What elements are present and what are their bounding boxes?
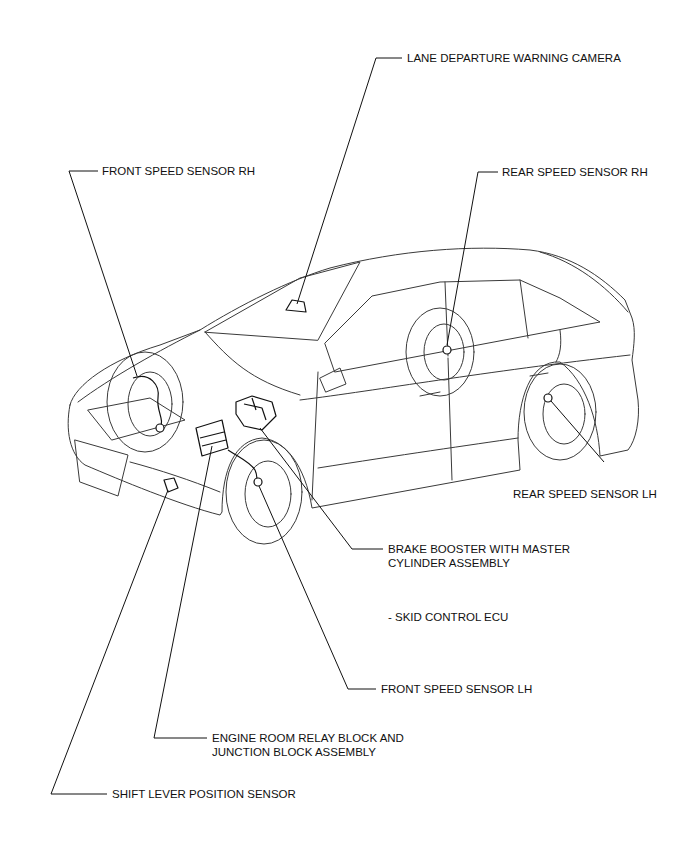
headlight [88, 398, 185, 440]
wheel [107, 352, 183, 452]
wheel-hub [543, 384, 585, 444]
camera-symbol [286, 300, 306, 312]
speed-sensor [254, 478, 262, 486]
window-pillar [520, 280, 528, 338]
master-cylinder-symbol [236, 396, 276, 430]
part-label: REAR SPEED SENSOR RH [502, 165, 648, 179]
bumper-line [130, 462, 220, 492]
wheel [226, 440, 302, 544]
hood-line [205, 332, 300, 395]
part-label: FRONT SPEED SENSOR LH [381, 682, 532, 696]
body-crease [318, 438, 518, 468]
side-mirror [320, 368, 346, 392]
leader-line [551, 401, 604, 462]
rear-window [540, 252, 628, 312]
side-window [325, 280, 600, 372]
wheel-hub [245, 461, 291, 527]
door-handle [420, 392, 440, 396]
window-pillar [445, 282, 448, 356]
speed-sensor-wire [133, 376, 162, 428]
hood-line [78, 330, 200, 402]
wheel-hub [128, 372, 172, 436]
part-label: REAR SPEED SENSOR LH [513, 487, 657, 501]
part-label: FRONT SPEED SENSOR RH [102, 164, 255, 178]
leader-line [154, 446, 212, 738]
leader-line [297, 58, 402, 304]
relay-block-detail [200, 432, 226, 446]
part-label: SHIFT LEVER POSITION SENSOR [112, 787, 296, 801]
shift-sensor-symbol [164, 478, 178, 492]
windshield [205, 262, 360, 340]
door-line [448, 358, 452, 480]
door-line [312, 372, 318, 500]
part-label: ENGINE ROOM RELAY BLOCK AND JUNCTION BLO… [212, 731, 452, 759]
grille [75, 440, 128, 496]
leader-line [447, 172, 498, 345]
door-line [556, 330, 561, 362]
master-cylinder-detail [244, 398, 266, 420]
part-label: LANE DEPARTURE WARNING CAMERA [407, 51, 621, 65]
leader-line [69, 171, 137, 376]
leader-line [51, 490, 168, 794]
car-body [68, 248, 638, 515]
speed-sensor [544, 394, 552, 402]
speed-sensor-wire [228, 450, 258, 482]
relay-block-symbol [196, 420, 228, 456]
wheel-hub [424, 324, 464, 380]
body-crease [300, 355, 630, 400]
speed-sensor [156, 424, 164, 432]
part-label: BRAKE BOOSTER WITH MASTER CYLINDER ASSEM… [388, 542, 610, 570]
speed-sensor [443, 346, 451, 354]
sub-part-label: - SKID CONTROL ECU [388, 610, 508, 624]
leader-line [259, 486, 376, 689]
